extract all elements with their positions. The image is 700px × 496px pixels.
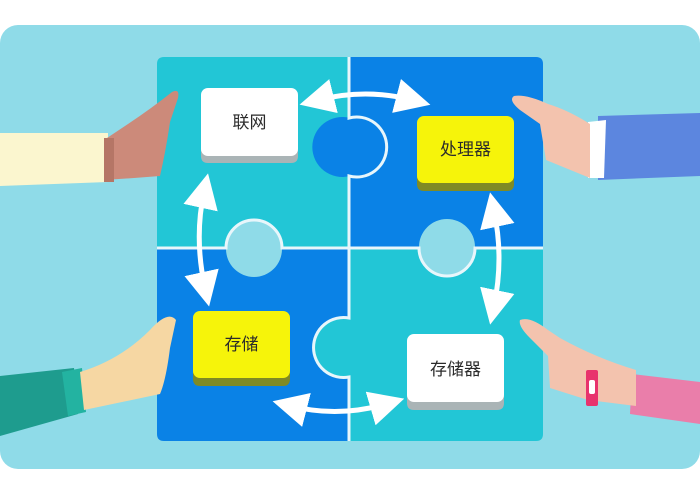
tile-memory-label: 存储器 [430, 360, 481, 380]
hand-icon [0, 90, 179, 186]
tile-networking: 联网 [201, 88, 298, 163]
hand-icon [512, 95, 700, 180]
hand-icon [519, 319, 700, 424]
tile-storage: 存储 [193, 311, 290, 386]
hand-icon [0, 316, 176, 436]
tile-networking-label: 联网 [233, 113, 267, 133]
tile-processor: 处理器 [417, 116, 514, 191]
puzzle-seams [157, 57, 543, 441]
tile-processor-label: 处理器 [440, 140, 491, 160]
double-arrow-icon [183, 173, 219, 307]
double-arrow-icon [299, 79, 431, 114]
double-arrow-icon [272, 391, 405, 427]
tile-storage-label: 存储 [225, 335, 259, 355]
double-arrow-icon [480, 192, 515, 325]
tile-memory: 存储器 [407, 334, 504, 410]
